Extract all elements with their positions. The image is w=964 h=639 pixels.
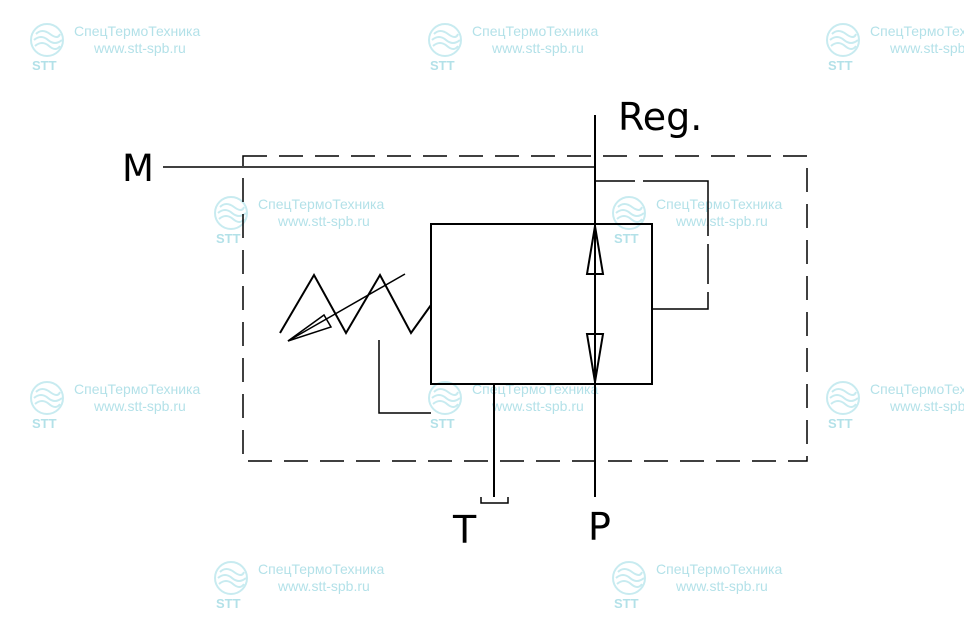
watermark-url: www.stt-spb.ru — [890, 40, 964, 56]
watermark-url: www.stt-spb.ru — [94, 398, 186, 414]
watermark-logo-icon — [30, 23, 64, 57]
regulated-port-label: Reg. — [618, 95, 703, 139]
watermark-brand: STT — [32, 416, 57, 431]
watermark-url: www.stt-spb.ru — [676, 578, 768, 594]
watermark: СпецТермоТехника www.stt-spb.ru STT — [26, 22, 226, 92]
watermark-logo-icon — [826, 381, 860, 415]
watermark-url: www.stt-spb.ru — [278, 578, 370, 594]
watermark: СпецТермоТехника www.stt-spb.ru STT — [822, 380, 964, 450]
watermark-company: СпецТермоТехника — [74, 23, 201, 39]
watermark-brand: STT — [430, 416, 455, 431]
watermark-brand: STT — [828, 58, 853, 73]
adjust-line — [287, 273, 406, 342]
watermark-brand: STT — [614, 596, 639, 611]
watermark-logo-icon — [428, 23, 462, 57]
watermark: СпецТермоТехника www.stt-spb.ru STT — [608, 560, 808, 630]
watermark: СпецТермоТехника www.stt-spb.ru STT — [822, 22, 964, 92]
watermark-logo-icon — [612, 196, 646, 230]
arrow-up-icon — [585, 225, 605, 275]
watermark-company: СпецТермоТехника — [870, 381, 964, 397]
watermark-logo-icon — [214, 196, 248, 230]
drain-line — [378, 340, 431, 414]
watermark-logo-icon — [428, 381, 462, 415]
watermark: СпецТермоТехника www.stt-spb.ru STT — [210, 195, 410, 265]
watermark-url: www.stt-spb.ru — [492, 398, 584, 414]
tank-port-label: T — [453, 508, 477, 552]
watermark-logo-icon — [826, 23, 860, 57]
watermark-company: СпецТермоТехника — [870, 23, 964, 39]
watermark-logo-icon — [612, 561, 646, 595]
adjust-arrow-icon — [287, 313, 333, 342]
pilot-line — [595, 180, 709, 310]
watermark-brand: STT — [614, 231, 639, 246]
pressure-port-label: P — [588, 505, 611, 549]
spring-icon — [279, 272, 432, 336]
watermark-url: www.stt-spb.ru — [492, 40, 584, 56]
tank-symbol-icon — [480, 497, 509, 504]
watermark-brand: STT — [430, 58, 455, 73]
watermark-company: СпецТермоТехника — [656, 196, 783, 212]
arrow-down-icon — [585, 333, 605, 383]
watermark-logo-icon — [30, 381, 64, 415]
watermark-brand: STT — [216, 596, 241, 611]
watermark-company: СпецТермоТехника — [258, 196, 385, 212]
watermark-url: www.stt-spb.ru — [278, 213, 370, 229]
watermark-company: СпецТермоТехника — [656, 561, 783, 577]
valve-body — [430, 223, 653, 385]
watermark-logo-icon — [214, 561, 248, 595]
watermark-brand: STT — [828, 416, 853, 431]
gauge-port-label: M — [122, 147, 154, 190]
watermark-url: www.stt-spb.ru — [890, 398, 964, 414]
watermark-brand: STT — [216, 231, 241, 246]
watermark-company: СпецТермоТехника — [258, 561, 385, 577]
watermark-url: www.stt-spb.ru — [94, 40, 186, 56]
watermark: СпецТермоТехника www.stt-spb.ru STT — [26, 380, 226, 450]
housing-outline — [242, 155, 808, 462]
watermark-company: СпецТермоТехника — [472, 23, 599, 39]
watermark: СпецТермоТехника www.stt-spb.ru STT — [424, 22, 624, 92]
watermark-url: www.stt-spb.ru — [676, 213, 768, 229]
watermark-brand: STT — [32, 58, 57, 73]
watermark: СпецТермоТехника www.stt-spb.ru STT — [608, 195, 808, 265]
watermark-company: СпецТермоТехника — [74, 381, 201, 397]
watermark: СпецТермоТехника www.stt-spb.ru STT — [210, 560, 410, 630]
